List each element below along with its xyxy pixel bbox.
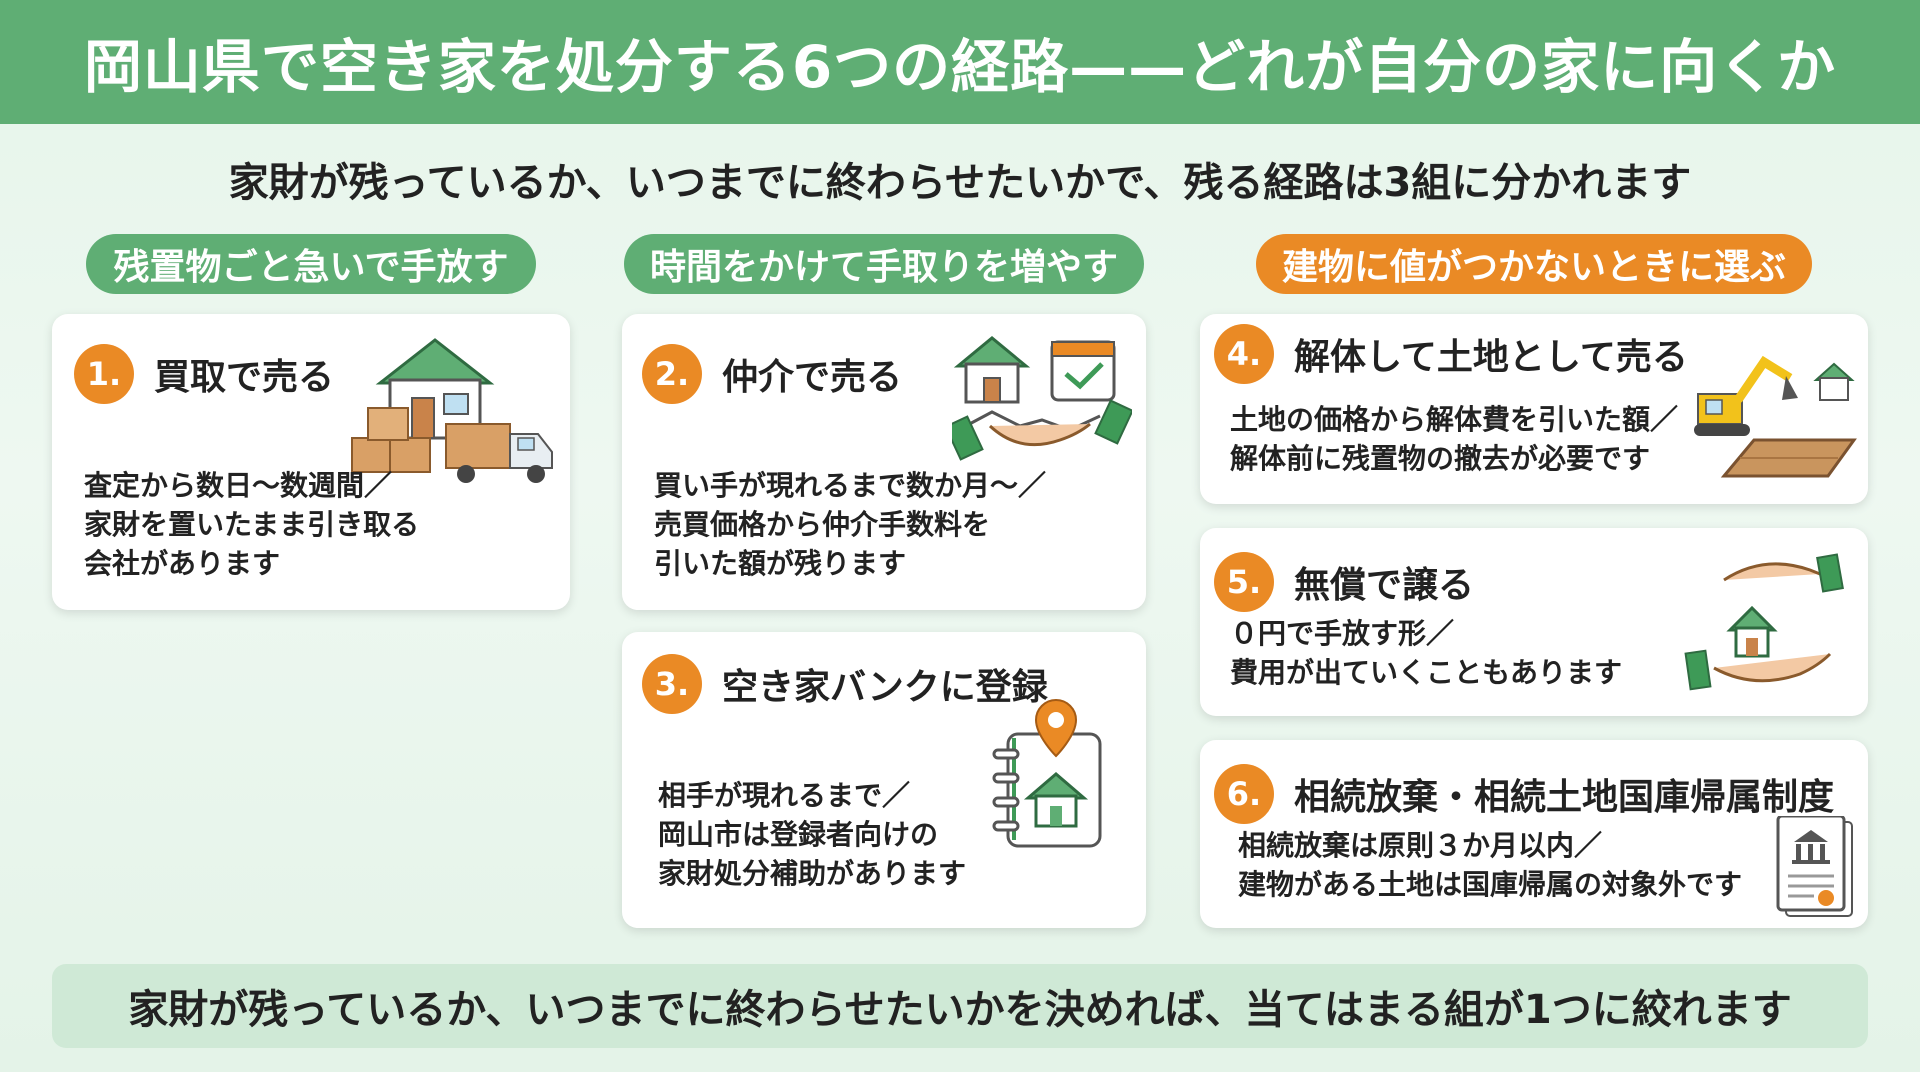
route-5-line-2: 費用が出ていくこともあります (1230, 656, 1623, 689)
route-5-description: ０円で手放す形／ 費用が出ていくこともあります (1230, 614, 1622, 692)
route-4-number: 4. (1214, 324, 1274, 384)
route-2-number: 2. (642, 344, 702, 404)
excavator-land-icon (1694, 346, 1858, 490)
route-4-title: 解体して土地として売る (1294, 337, 1688, 378)
route-3-heading: 3. 空き家バンクに登録 (642, 654, 1048, 714)
route-2-description: 買い手が現れるまで数か月〜／ 売買価格から仲介手数料を 引いた額が残ります (654, 466, 1046, 583)
route-4-heading: 4. 解体して土地として売る (1214, 324, 1688, 384)
group-label-time: 時間をかけて手取りを増やす (624, 234, 1144, 294)
route-1-heading: 1. 買取で売る (74, 344, 334, 404)
route-6-title: 相続放棄・相続土地国庫帰属制度 (1294, 777, 1835, 818)
subtitle: 家財が残っているか、いつまでに終わらせたいかで、残る経路は3組に分かれます (228, 160, 1692, 206)
route-2-line-1: 買い手が現れるまで数か月〜／ (654, 469, 1047, 502)
route-3-number: 3. (642, 654, 702, 714)
route-3-line-2: 岡山市は登録者向けの (658, 818, 939, 851)
route-2-line-2: 売買価格から仲介手数料を (654, 508, 991, 541)
route-3-line-3: 家財処分補助があります (658, 857, 967, 890)
route-2-heading: 2. 仲介で売る (642, 344, 902, 404)
route-card-1: 1. 買取で売る 査定から数日〜数週間／ 家財を置いたまま引き取る 会社がありま… (52, 314, 570, 610)
group-label-no-value: 建物に値がつかないときに選ぶ (1256, 234, 1812, 294)
notebook-house-pin-icon (984, 694, 1114, 858)
route-1-number: 1. (74, 344, 134, 404)
route-6-heading: 6. 相続放棄・相続土地国庫帰属制度 (1214, 764, 1834, 824)
route-1-line-2: 家財を置いたまま引き取る (84, 508, 420, 541)
footer-text: 家財が残っているか、いつまでに終わらせたいかを決めれば、当てはまる組が1つに絞れ… (128, 987, 1792, 1033)
route-card-5: 5. 無償で譲る ０円で手放す形／ 費用が出ていくこともあります (1200, 528, 1868, 716)
hands-house-icon (1684, 546, 1854, 700)
route-5-title: 無償で譲る (1294, 565, 1475, 606)
route-6-description: 相続放棄は原則３か月以内／ 建物がある土地は国庫帰属の対象外です (1238, 826, 1742, 904)
handshake-house-calendar-icon (944, 328, 1134, 482)
route-2-line-3: 引いた額が残ります (654, 547, 907, 580)
route-4-line-1: 土地の価格から解体費を引いた額／ (1230, 403, 1679, 436)
route-card-6: 6. 相続放棄・相続土地国庫帰属制度 相続放棄は原則３か月以内／ 建物がある土地… (1200, 740, 1868, 928)
route-1-line-1: 査定から数日〜数週間／ (84, 469, 393, 502)
footer-banner: 家財が残っているか、いつまでに終わらせたいかを決めれば、当てはまる組が1つに絞れ… (52, 964, 1868, 1048)
route-5-line-1: ０円で手放す形／ (1230, 617, 1455, 650)
route-3-line-1: 相手が現れるまで／ (658, 779, 911, 812)
route-1-description: 査定から数日〜数週間／ 家財を置いたまま引き取る 会社があります (84, 466, 419, 583)
house-boxes-truck-icon (350, 328, 560, 492)
government-document-icon (1774, 814, 1858, 924)
route-4-description: 土地の価格から解体費を引いた額／ 解体前に残置物の撤去が必要です (1230, 400, 1678, 478)
route-3-description: 相手が現れるまで／ 岡山市は登録者向けの 家財処分補助があります (658, 776, 966, 893)
route-1-line-3: 会社があります (84, 547, 281, 580)
route-5-number: 5. (1214, 552, 1274, 612)
group-label-quick: 残置物ごと急いで手放す (86, 234, 536, 294)
route-3-title: 空き家バンクに登録 (722, 667, 1048, 708)
route-6-number: 6. (1214, 764, 1274, 824)
route-6-line-1: 相続放棄は原則３か月以内／ (1238, 829, 1603, 862)
route-card-2: 2. 仲介で売る 買い手が現れるまで数か月〜／ 売買価格から仲介手数料を 引いた… (622, 314, 1146, 610)
route-1-title: 買取で売る (154, 357, 335, 398)
route-card-4: 4. 解体して土地として売る 土地の価格から解体費を引いた額／ 解体前に残置物の… (1200, 314, 1868, 504)
route-6-line-2: 建物がある土地は国庫帰属の対象外です (1238, 868, 1743, 901)
header-banner: 岡山県で空き家を処分する6つの経路——どれが自分の家に向くか (0, 0, 1920, 124)
route-4-line-2: 解体前に残置物の撤去が必要です (1230, 442, 1651, 475)
route-card-3: 3. 空き家バンクに登録 相手が現れるまで／ 岡山市は登録者向けの 家財処分補助… (622, 632, 1146, 928)
page-title: 岡山県で空き家を処分する6つの経路——どれが自分の家に向くか (83, 33, 1837, 101)
route-5-heading: 5. 無償で譲る (1214, 552, 1474, 612)
route-2-title: 仲介で売る (722, 357, 903, 398)
